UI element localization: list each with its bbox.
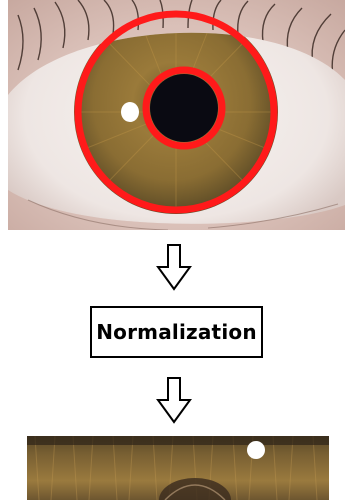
- down-arrow-icon: [0, 376, 349, 426]
- specular-highlight: [121, 102, 139, 122]
- normalized-iris-strip: [27, 436, 329, 500]
- process-label: Normalization: [96, 320, 257, 344]
- strip-top-shadow: [27, 436, 329, 445]
- strip-highlight: [247, 441, 265, 459]
- normalization-box: Normalization: [90, 306, 263, 358]
- eye-segmentation-image: [8, 0, 345, 230]
- pupil: [150, 74, 218, 142]
- down-arrow-icon: [0, 243, 349, 293]
